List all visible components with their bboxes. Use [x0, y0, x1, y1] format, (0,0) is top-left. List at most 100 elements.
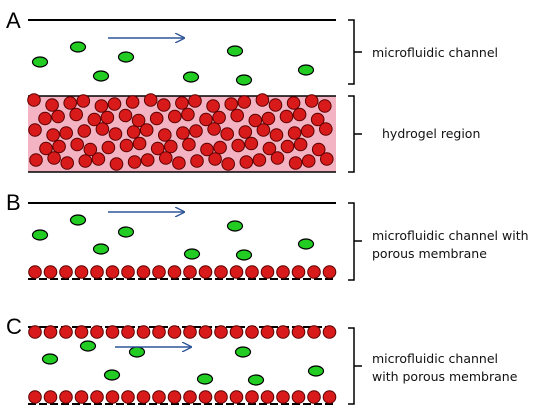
red-particle: [276, 265, 290, 279]
red-particle: [310, 112, 325, 127]
red-particle: [198, 265, 213, 279]
red-particle: [59, 325, 73, 339]
red-particle: [198, 325, 213, 339]
red-particle: [136, 390, 151, 404]
panel-a-channel-label: microfluidic channel: [372, 45, 498, 60]
red-particle: [28, 265, 42, 279]
panel-c-label-line-2: with porous membrane: [372, 369, 518, 384]
red-particle: [136, 325, 151, 339]
red-particle: [261, 111, 276, 126]
red-particle: [107, 97, 122, 111]
red-particle: [52, 139, 66, 154]
red-particle: [244, 136, 259, 151]
panel-c: C microfluidic channel with porous membr…: [6, 314, 518, 405]
red-particle: [47, 151, 61, 165]
red-particle: [291, 325, 306, 339]
red-particle: [279, 109, 294, 124]
red-particle: [125, 95, 140, 109]
red-particle: [276, 325, 290, 339]
red-particle: [229, 325, 244, 339]
red-particle: [320, 152, 334, 166]
red-particle: [38, 111, 52, 126]
red-particle: [237, 95, 252, 109]
red-particle: [322, 265, 337, 279]
green-particle: [31, 229, 49, 241]
panel-b-label: microfluidic channel with porous membran…: [372, 228, 533, 261]
red-particle: [143, 93, 158, 107]
panel-c-green-particles: [41, 340, 325, 386]
panel-b-letter: B: [6, 190, 21, 215]
green-particle: [235, 249, 253, 261]
green-particle: [247, 374, 265, 386]
panel-c-letter: C: [6, 314, 22, 339]
red-particle: [164, 139, 178, 154]
red-particle: [157, 98, 171, 112]
red-particle: [136, 265, 151, 279]
green-particle: [117, 51, 135, 63]
red-particle: [311, 142, 326, 157]
red-particle: [214, 390, 228, 404]
red-particle: [95, 122, 110, 136]
red-particle: [139, 123, 154, 137]
red-particle: [91, 152, 106, 166]
green-particle: [297, 238, 315, 250]
panel-a-channel-bracket: [348, 19, 362, 85]
red-particle: [152, 390, 166, 404]
red-particle: [46, 128, 60, 142]
red-particle: [212, 110, 226, 125]
red-particle: [255, 93, 270, 107]
red-particle: [60, 156, 74, 170]
green-particle: [103, 369, 121, 381]
green-particle: [226, 220, 244, 232]
red-particle: [121, 390, 135, 404]
red-particle: [150, 141, 165, 156]
green-particle: [297, 64, 315, 76]
red-particle: [100, 110, 115, 125]
red-particle: [108, 127, 123, 141]
panel-a-hydrogel-bracket: [348, 95, 362, 173]
red-particle: [301, 154, 316, 168]
red-particle: [262, 141, 277, 156]
red-particle: [77, 124, 92, 138]
red-particle: [101, 140, 116, 155]
red-particle: [109, 157, 124, 171]
red-particle: [307, 325, 321, 339]
green-particle: [79, 340, 97, 352]
red-particle: [43, 265, 58, 279]
red-particle: [87, 112, 102, 127]
red-particle: [229, 390, 244, 404]
green-particle: [182, 71, 200, 83]
red-particle: [118, 108, 133, 123]
red-particle: [29, 153, 43, 167]
red-particle: [168, 109, 182, 124]
red-particle: [213, 140, 227, 155]
red-particle: [245, 325, 259, 339]
red-particle: [322, 325, 337, 339]
red-particle: [229, 265, 244, 279]
green-particle: [92, 243, 110, 255]
red-particle: [270, 151, 285, 165]
panel-c-label: microfluidic channel with porous membran…: [372, 351, 518, 384]
red-particle: [256, 123, 271, 137]
red-particle: [43, 325, 58, 339]
red-particle: [214, 265, 228, 279]
red-particle: [127, 155, 142, 169]
panel-c-label-line-1: microfluidic channel: [372, 351, 498, 366]
red-particle: [172, 156, 186, 170]
red-particle: [318, 99, 332, 113]
red-particle: [206, 99, 220, 113]
red-particle: [269, 128, 284, 142]
panel-a-channel-label-line-1: microfluidic channel: [372, 45, 498, 60]
red-particle: [291, 265, 306, 279]
red-particle: [304, 94, 319, 108]
red-particle: [199, 112, 213, 127]
red-particle: [167, 390, 182, 404]
red-particle: [291, 390, 306, 404]
red-particle: [158, 128, 172, 142]
red-particle: [45, 98, 59, 112]
green-particle: [69, 41, 87, 53]
red-particle: [59, 126, 73, 140]
red-particle: [105, 390, 120, 404]
red-particle: [175, 96, 189, 110]
